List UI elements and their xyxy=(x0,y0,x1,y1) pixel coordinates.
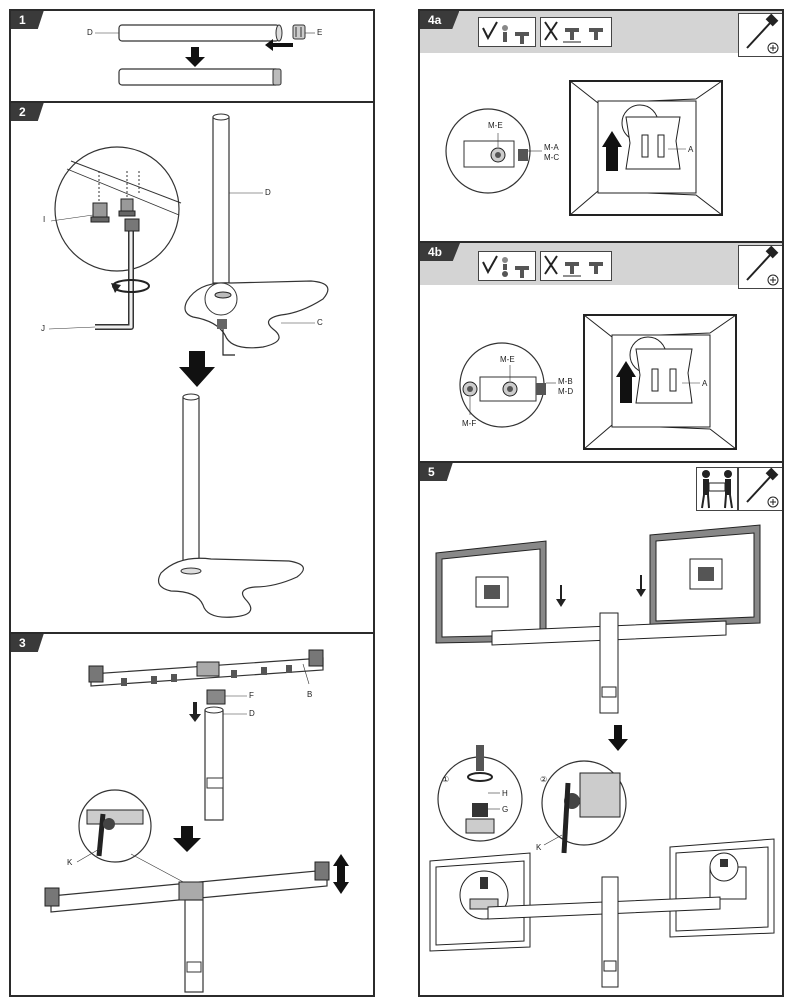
label-mb: M-B xyxy=(558,377,573,386)
detail-circle xyxy=(78,789,152,863)
arrow-left-icon xyxy=(265,39,293,51)
vesa-plate-a xyxy=(635,348,693,404)
monitor-right xyxy=(649,524,761,628)
pole xyxy=(212,116,230,284)
label-a: A xyxy=(702,379,708,388)
x-mark-icon xyxy=(544,255,558,275)
label-mf: M-F xyxy=(462,419,477,428)
step-4a-illustration xyxy=(445,80,723,216)
step-5-panel: 5 xyxy=(418,461,784,997)
screwdriver-icon xyxy=(746,253,772,281)
step-number: 2 xyxy=(11,103,44,121)
step-2-illustration xyxy=(48,113,329,618)
arrow-up-icon xyxy=(616,361,636,403)
tool-box xyxy=(738,245,782,289)
base-c xyxy=(184,280,329,356)
arrow-down-icon xyxy=(185,47,205,67)
label-b: B xyxy=(307,690,313,699)
step-1-illustration xyxy=(95,24,315,86)
label-g: G xyxy=(502,805,509,814)
arm-bar-b xyxy=(88,649,324,687)
step-number: 3 xyxy=(11,634,44,652)
label-h: H xyxy=(502,789,508,798)
step-2-panel: 2 xyxy=(9,101,375,634)
arrow-down-icon xyxy=(608,725,628,751)
step-number: 4b xyxy=(420,243,461,261)
step-5-header: 5 xyxy=(420,463,453,481)
double-arrow-icon xyxy=(333,854,349,894)
screwdriver-icon xyxy=(746,21,772,49)
check-mark-icon xyxy=(482,255,498,275)
step-3-header: 3 xyxy=(11,634,44,652)
x-mark-icon xyxy=(544,21,558,41)
pole-cap-e xyxy=(292,24,306,40)
rotate-arrow-icon xyxy=(111,279,150,293)
step-4a-header: 4a xyxy=(420,11,460,29)
arrow-down-icon xyxy=(636,575,646,597)
label-k: K xyxy=(67,858,73,867)
tool-box xyxy=(738,13,782,57)
arrow-down-icon xyxy=(173,826,201,852)
label-d: D xyxy=(265,188,271,197)
step-4b-header: 4b xyxy=(420,243,461,261)
step-number: 5 xyxy=(420,463,453,481)
label-me: M-E xyxy=(500,355,515,364)
step-1-header: 1 xyxy=(11,11,44,29)
step-number: 4a xyxy=(420,11,460,29)
pole-top xyxy=(118,24,280,42)
wrong-box xyxy=(540,251,612,281)
bolt-i xyxy=(90,171,140,223)
label-d: D xyxy=(249,709,255,718)
screwdriver-icon xyxy=(746,475,772,503)
label-c: C xyxy=(317,318,323,327)
pole-bottom xyxy=(118,68,280,86)
two-person-lift-icon xyxy=(701,470,733,509)
label-k: K xyxy=(536,843,542,852)
detail-circle xyxy=(54,146,180,272)
label-step1: ① xyxy=(442,775,450,784)
label-mc: M-C xyxy=(544,153,560,162)
label-j: J xyxy=(41,324,45,333)
label-i: I xyxy=(43,215,46,224)
vesa-plate-a xyxy=(625,116,681,170)
label-md: M-D xyxy=(558,387,574,396)
monitor-left xyxy=(435,540,547,644)
check-mark-icon xyxy=(482,21,498,41)
step-4b-panel: 4b xyxy=(418,241,784,463)
label-e: E xyxy=(317,28,323,37)
tool-box xyxy=(738,467,782,511)
step-2-header: 2 xyxy=(11,103,44,121)
step-3-illustration xyxy=(44,649,349,993)
step-4b-illustration xyxy=(459,314,737,450)
wrong-box xyxy=(540,17,612,47)
collar-f xyxy=(206,689,226,705)
assembled-pole xyxy=(182,396,200,574)
people-box xyxy=(696,467,738,511)
assembled-base xyxy=(158,557,304,618)
step-5-illustration xyxy=(429,524,775,988)
allen-key-j xyxy=(95,218,140,330)
arrow-down-icon xyxy=(556,585,566,607)
correct-box xyxy=(478,17,536,47)
arrow-down-icon xyxy=(189,702,201,722)
label-d: D xyxy=(87,28,93,37)
label-me: M-E xyxy=(488,121,503,130)
label-f: F xyxy=(249,691,254,700)
arrow-up-icon xyxy=(602,131,622,171)
label-step2: ② xyxy=(540,775,548,784)
arrow-down-icon xyxy=(179,351,215,387)
pole-d xyxy=(204,709,224,821)
step-1-panel: 1 D E xyxy=(9,9,375,103)
label-a: A xyxy=(688,145,694,154)
label-ma: M-A xyxy=(544,143,559,152)
step-3-panel: 3 F B D xyxy=(9,632,375,997)
step-4a-panel: 4a xyxy=(418,9,784,243)
step-number: 1 xyxy=(11,11,44,29)
correct-box xyxy=(478,251,536,281)
